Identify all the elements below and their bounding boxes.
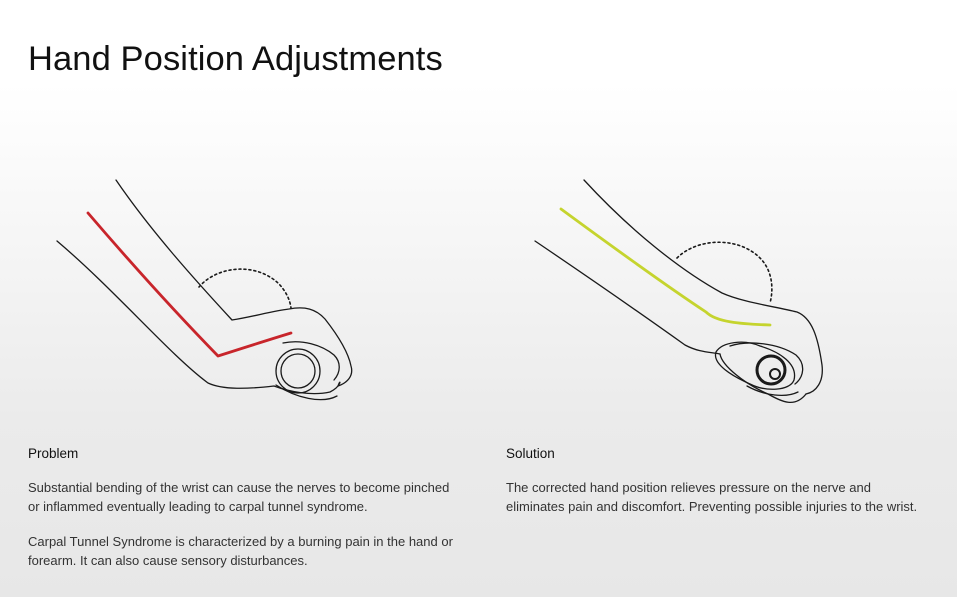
solution-section: Solution The corrected hand position rel… xyxy=(506,446,926,532)
solution-grip-end-outer xyxy=(755,354,787,386)
solution-forearm-lower-outline xyxy=(534,240,721,355)
problem-thumb-outline xyxy=(282,341,340,381)
solution-paragraph-1: The corrected hand position relieves pre… xyxy=(506,480,918,514)
solution-range-arc xyxy=(676,241,773,304)
problem-grip-outer xyxy=(275,348,321,394)
problem-forearm-lower-outline xyxy=(56,240,341,395)
problem-paragraph-2: Carpal Tunnel Syndrome is characterized … xyxy=(28,534,453,568)
solution-finger-outline xyxy=(746,385,799,397)
problem-forearm-upper-outline xyxy=(115,179,353,387)
solution-forearm-upper-outline xyxy=(583,179,823,395)
solution-nerve-line xyxy=(559,207,772,327)
problem-heading: Problem xyxy=(28,446,79,461)
page-title: Hand Position Adjustments xyxy=(28,40,443,78)
problem-paragraph-1: Substantial bending of the wrist can cau… xyxy=(28,480,450,514)
problem-grip-inner xyxy=(280,353,316,389)
solution-hand-lower-outline xyxy=(719,353,807,403)
problem-illustration xyxy=(56,179,353,401)
solution-heading: Solution xyxy=(506,446,555,461)
solution-thumb-outline xyxy=(729,342,804,385)
problem-section: Problem Substantial bending of the wrist… xyxy=(28,446,458,586)
solution-illustration xyxy=(534,179,823,403)
problem-nerve-line xyxy=(86,211,293,358)
solution-grip-end-inner xyxy=(769,368,781,380)
problem-finger-outline xyxy=(275,384,338,401)
solution-grip-body xyxy=(714,341,796,390)
problem-range-arc xyxy=(198,268,292,309)
